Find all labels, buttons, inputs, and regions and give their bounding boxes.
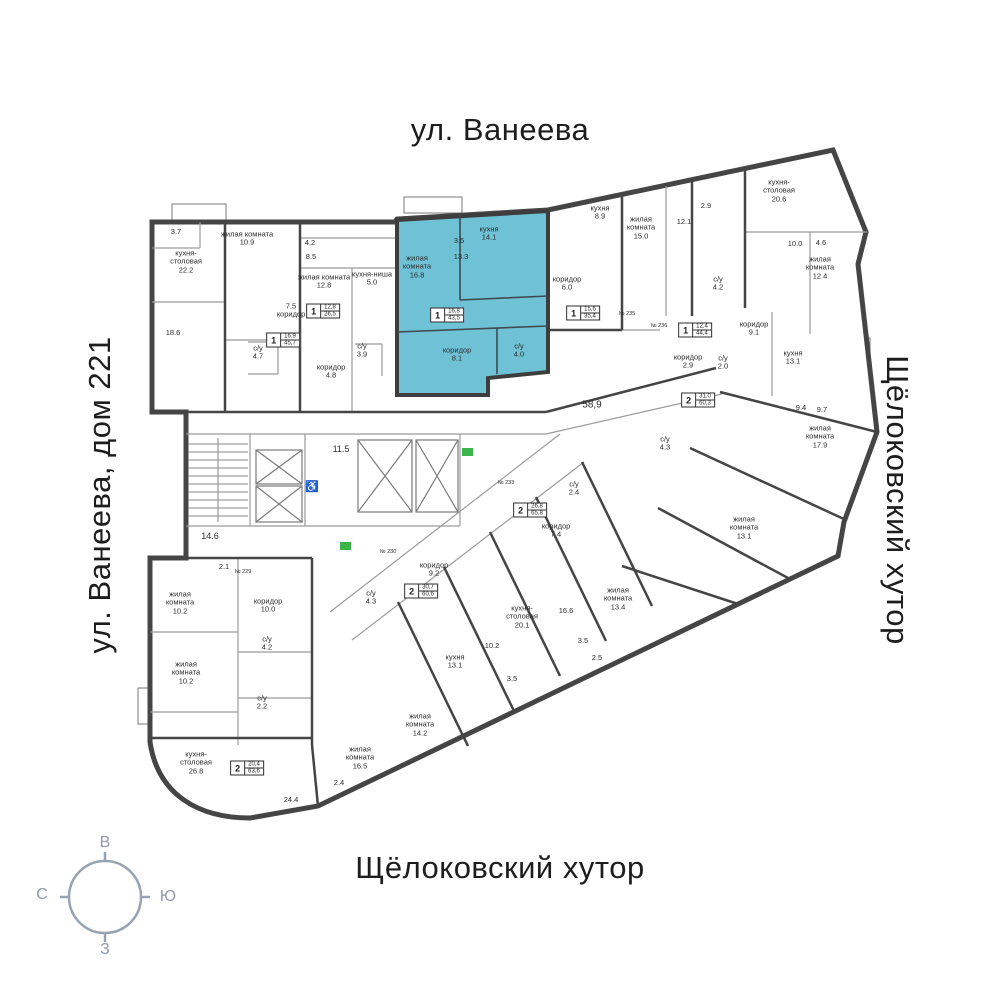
apartment-living-area: 12,8: [321, 305, 339, 312]
apartment-rooms-count: 2: [405, 584, 420, 598]
apartment-total-area: 26,5: [324, 311, 336, 318]
apartment-total-area: 65,8: [531, 510, 543, 517]
apartment-rooms-count: 2: [514, 503, 529, 517]
apartment-living-area: 16,8: [445, 309, 463, 316]
apartment-living-area: 31,0: [696, 394, 714, 401]
exit-marker-icon: [340, 448, 473, 550]
apartment-living-area: 12,4: [693, 324, 711, 331]
elevator-icon: [255, 439, 459, 523]
compass-west-label: З: [100, 941, 110, 958]
interior-partitions: [150, 186, 867, 745]
apartment-living-area: 30,7: [419, 585, 437, 592]
apartment-living-area: 16,9: [281, 334, 299, 341]
compass-east-label: В: [99, 834, 111, 851]
stairs-icon: [188, 438, 248, 522]
apartment-total-area: 45,7: [284, 340, 296, 347]
apartment-total-area: 63,6: [248, 768, 260, 775]
apartment-rooms-count: 1: [431, 308, 446, 322]
apartment-rooms-count: 1: [307, 304, 322, 318]
apartment-rooms-count: 2: [682, 393, 697, 407]
apartment-total-area: 35,4: [584, 313, 596, 320]
street-label-top: ул. Ванеева: [410, 112, 590, 147]
apartment-living-area: 26,8: [528, 504, 546, 511]
apartment-rooms-count: 1: [267, 333, 282, 347]
apartment-rooms-count: 1: [679, 323, 694, 337]
highlighted-apartment[interactable]: [395, 208, 550, 397]
street-label-left: ул. Ванеева, дом 221: [82, 336, 117, 654]
unit-walls: [150, 169, 878, 807]
apartment-total-area: 60,6: [422, 591, 434, 598]
compass-south-label: Ю: [159, 888, 177, 905]
street-label-bottom: Щёлоковский хутор: [355, 850, 645, 885]
street-label-right: Щёлоковский хутор: [880, 355, 915, 645]
compass-north-label: С: [36, 886, 48, 903]
apartment-rooms-count: 2: [231, 761, 246, 775]
apartment-total-area: 43,5: [448, 315, 460, 322]
apartment-total-area: 60,3: [699, 400, 711, 407]
apartment-rooms-count: 1: [567, 306, 582, 320]
highlighted-apartment-partitions: [396, 214, 549, 374]
apartment-living-area: 20,4: [245, 762, 263, 769]
apartment-living-area: 15,6: [581, 307, 599, 314]
apartment-total-area: 44,4: [696, 330, 708, 337]
compass-rose-icon: [60, 852, 150, 942]
